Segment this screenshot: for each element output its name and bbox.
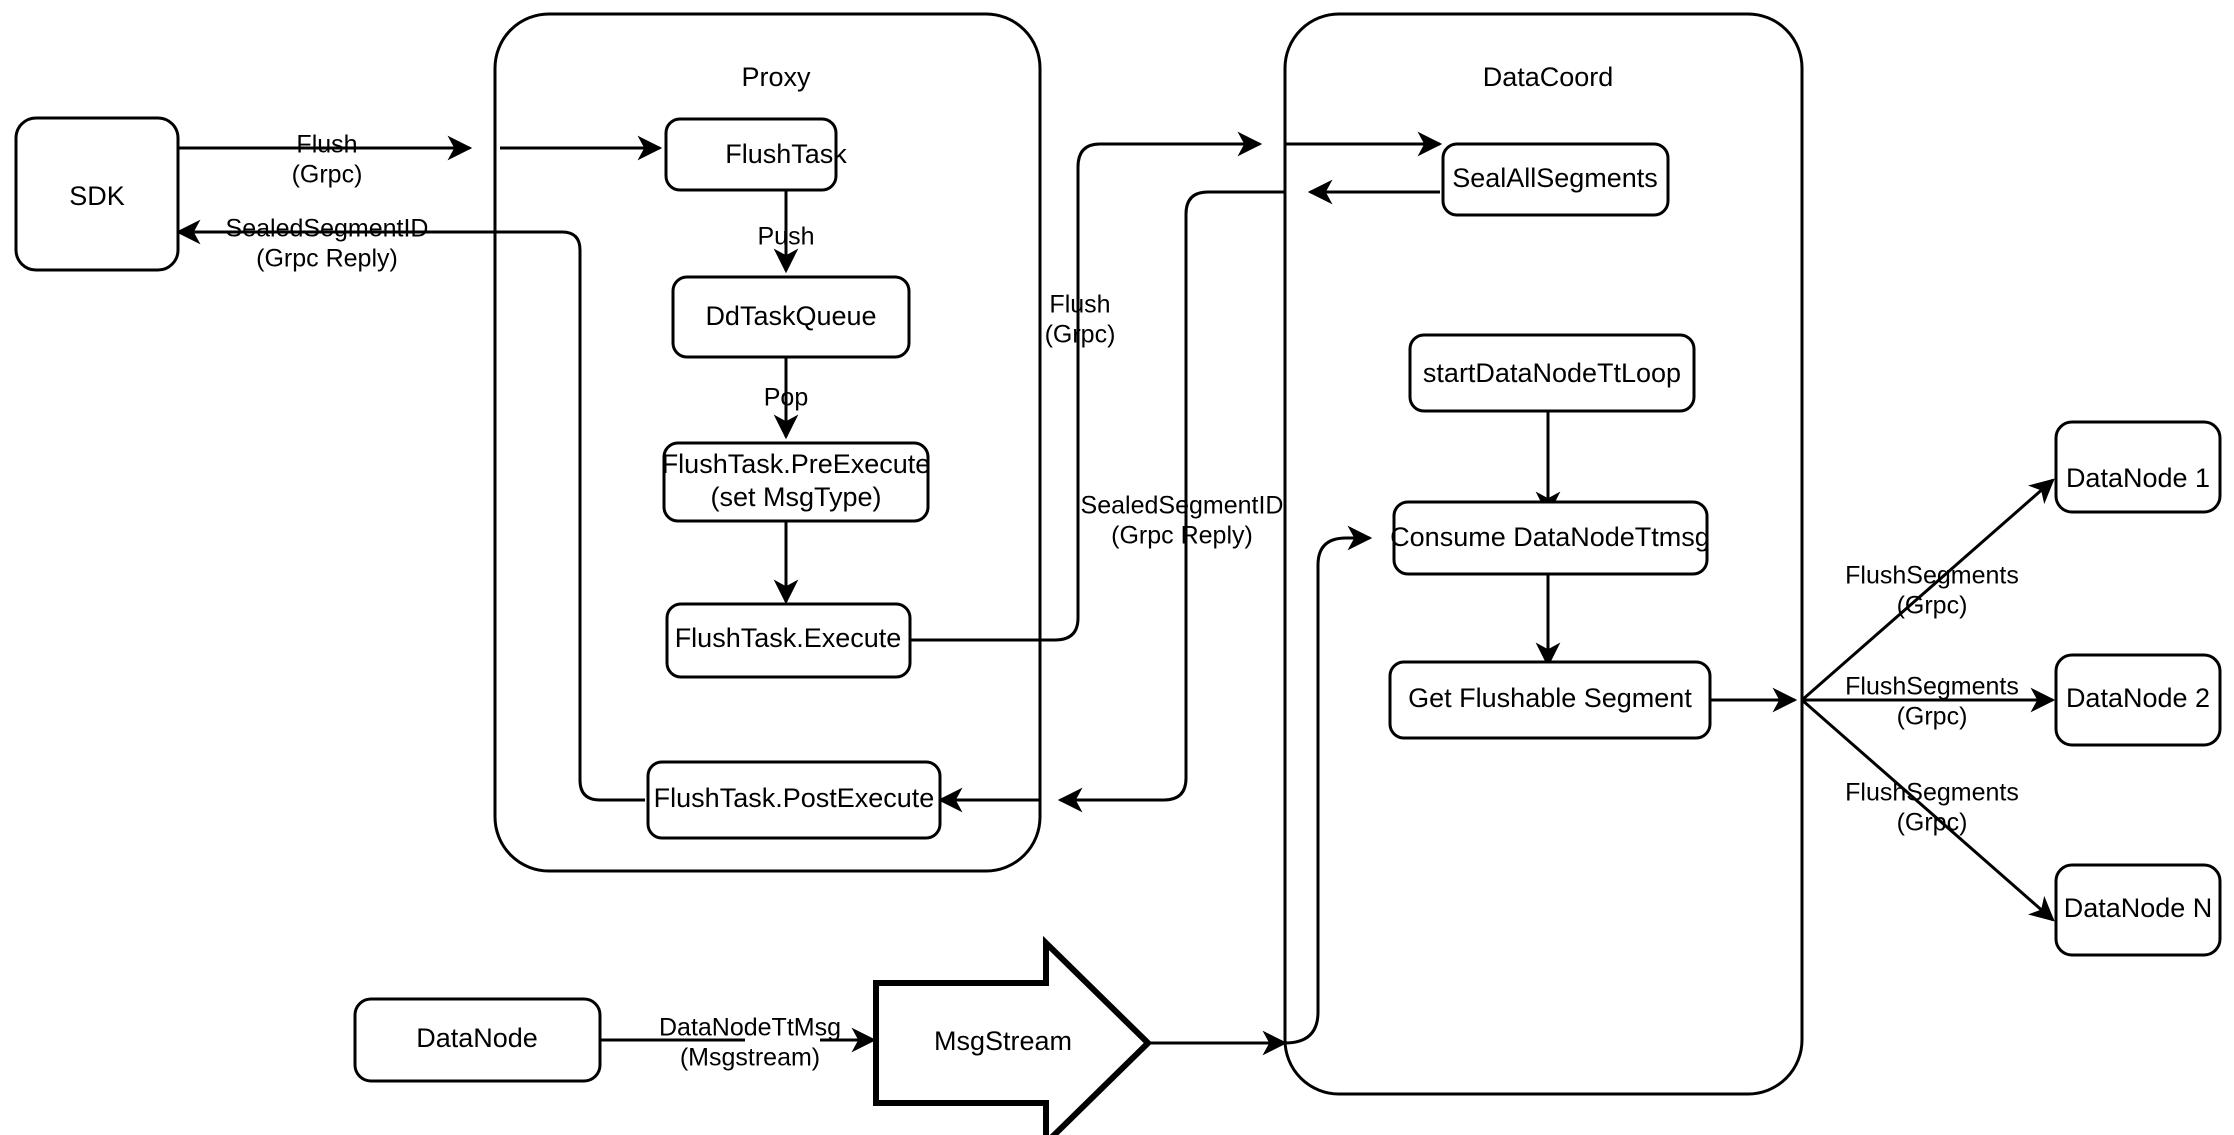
datanode1-box[interactable]: [2054, 420, 2222, 514]
edge-label-flushsegments-2: FlushSegments (Grpc): [1845, 673, 2019, 731]
edge-label-sealedsegmentid-mid: SealedSegmentID (Grpc Reply): [1081, 492, 1284, 550]
edge-label-flushsegments-n: FlushSegments (Grpc): [1845, 779, 2019, 837]
edge-label-flush-sdk: Flush (Grpc): [292, 131, 363, 189]
flushsegments1-line2: (Grpc): [1897, 592, 1968, 620]
node-ddtaskqueue[interactable]: DdTaskQueue: [671, 275, 911, 359]
startdatanodettloop-box[interactable]: [1408, 333, 1696, 413]
datanode-source-box[interactable]: [353, 997, 602, 1083]
proxy-container-title: Proxy: [741, 62, 811, 92]
node-flushtask-preexecute[interactable]: FlushTask.PreExecute (set MsgType): [662, 441, 931, 523]
node-datanode-1[interactable]: DataNode 1: [2054, 420, 2222, 514]
datanode2-box[interactable]: [2054, 653, 2222, 747]
postexecute-label: FlushTask.PostExecute: [654, 783, 935, 813]
get-flushable-segment-label: Get Flushable Segment: [1408, 683, 1692, 713]
postexecute-box[interactable]: [646, 760, 942, 840]
node-flushtask-execute[interactable]: FlushTask.Execute: [665, 602, 912, 679]
node-get-flushable-segment[interactable]: Get Flushable Segment: [1388, 660, 1712, 740]
flush-mid-line2: (Grpc): [1045, 321, 1116, 349]
flushsegments2-line1: FlushSegments: [1845, 673, 2019, 701]
node-datanode-source[interactable]: DataNode: [353, 997, 602, 1083]
edge-sealallsegments-reply-to-postexecute: [1057, 190, 1285, 813]
msgstream-label: MsgStream: [934, 1026, 1072, 1056]
datanoden-label: DataNode N: [2064, 893, 2213, 923]
node-flushtask[interactable]: FlushTask: [664, 117, 847, 192]
node-datanode-n[interactable]: DataNode N: [2054, 863, 2222, 957]
edge-postexecute-to-leftrail: [495, 230, 645, 802]
consume-datanodettmsg-label: Consume DataNodeTtmsg: [1390, 522, 1710, 552]
sealed-reply-line2: (Grpc Reply): [256, 245, 398, 273]
get-flushable-segment-box[interactable]: [1388, 660, 1712, 740]
sealed-mid-line1: SealedSegmentID: [1081, 492, 1284, 520]
flush-grpc-line1: Flush: [296, 131, 357, 159]
sdk-box[interactable]: [14, 116, 180, 272]
datanode-source-label: DataNode: [416, 1023, 538, 1053]
execute-box[interactable]: [665, 602, 912, 679]
consume-datanodettmsg-box[interactable]: [1392, 500, 1709, 576]
sealed-reply-line1: SealedSegmentID: [226, 215, 429, 243]
flushsegments1-line1: FlushSegments: [1845, 562, 2019, 590]
datanodettmsg-line2: (Msgstream): [680, 1044, 820, 1072]
edge-label-push: Push: [758, 223, 815, 251]
preexecute-box[interactable]: [662, 441, 930, 523]
container-proxy: Proxy: [493, 12, 1042, 873]
node-msgstream[interactable]: MsgStream: [873, 935, 1153, 1135]
datacoord-container-border: [1283, 12, 1804, 1096]
msgstream-block-arrow[interactable]: [873, 935, 1153, 1135]
edge-execute-to-sealallsegments-flush: [910, 131, 1263, 642]
flush-grpc-line2: (Grpc): [292, 161, 363, 189]
sealallsegments-box[interactable]: [1441, 142, 1670, 217]
edge-label-flush-mid: Flush (Grpc): [1045, 291, 1116, 349]
edge-label-sealedsegmentid-sdk: SealedSegmentID (Grpc Reply): [226, 215, 429, 273]
node-datanode-2[interactable]: DataNode 2: [2054, 653, 2222, 747]
node-sealallsegments[interactable]: SealAllSegments: [1441, 142, 1670, 217]
flushtask-label: FlushTask: [725, 139, 847, 169]
node-consume-datanodettmsg[interactable]: Consume DataNodeTtmsg: [1390, 500, 1710, 576]
sealed-mid-line2: (Grpc Reply): [1111, 522, 1253, 550]
ddtaskqueue-label: DdTaskQueue: [705, 301, 876, 331]
node-flushtask-postexecute[interactable]: FlushTask.PostExecute: [646, 760, 942, 840]
flushsegmentsn-line1: FlushSegments: [1845, 779, 2019, 807]
execute-label: FlushTask.Execute: [675, 623, 902, 653]
edge-label-datanodettmsg: DataNodeTtMsg (Msgstream): [659, 1014, 841, 1072]
flushsegments2-line2: (Grpc): [1897, 703, 1968, 731]
datanode1-label: DataNode 1: [2066, 463, 2210, 493]
flush-mid-line1: Flush: [1049, 291, 1110, 319]
preexecute-label-line2: (set MsgType): [710, 482, 881, 512]
startdatanodettloop-label: startDataNodeTtLoop: [1423, 358, 1681, 388]
datacoord-container-title: DataCoord: [1483, 62, 1614, 92]
container-datacoord: DataCoord: [1283, 12, 1804, 1096]
datanodettmsg-line1: DataNodeTtMsg: [659, 1014, 841, 1042]
ddtaskqueue-box[interactable]: [671, 275, 911, 359]
datanoden-box[interactable]: [2054, 863, 2222, 957]
proxy-container-border: [493, 12, 1042, 873]
sdk-label: SDK: [69, 181, 125, 211]
edge-hub-to-datanode1: [1801, 478, 2055, 702]
edge-label-pop: Pop: [764, 384, 808, 412]
flushsegmentsn-line2: (Grpc): [1897, 809, 1968, 837]
edge-label-flushsegments-1: FlushSegments (Grpc): [1845, 562, 2019, 620]
datanode2-label: DataNode 2: [2066, 683, 2210, 713]
node-sdk[interactable]: SDK: [14, 116, 180, 272]
edge-hub-to-datanoden: [1801, 698, 2055, 922]
edge-msgstream-rail-to-consume: [1284, 525, 1373, 1045]
sealallsegments-label: SealAllSegments: [1452, 163, 1658, 193]
node-startdatanodettloop[interactable]: startDataNodeTtLoop: [1408, 333, 1696, 413]
preexecute-label-line1: FlushTask.PreExecute: [662, 449, 931, 479]
flushtask-box[interactable]: [664, 117, 838, 192]
